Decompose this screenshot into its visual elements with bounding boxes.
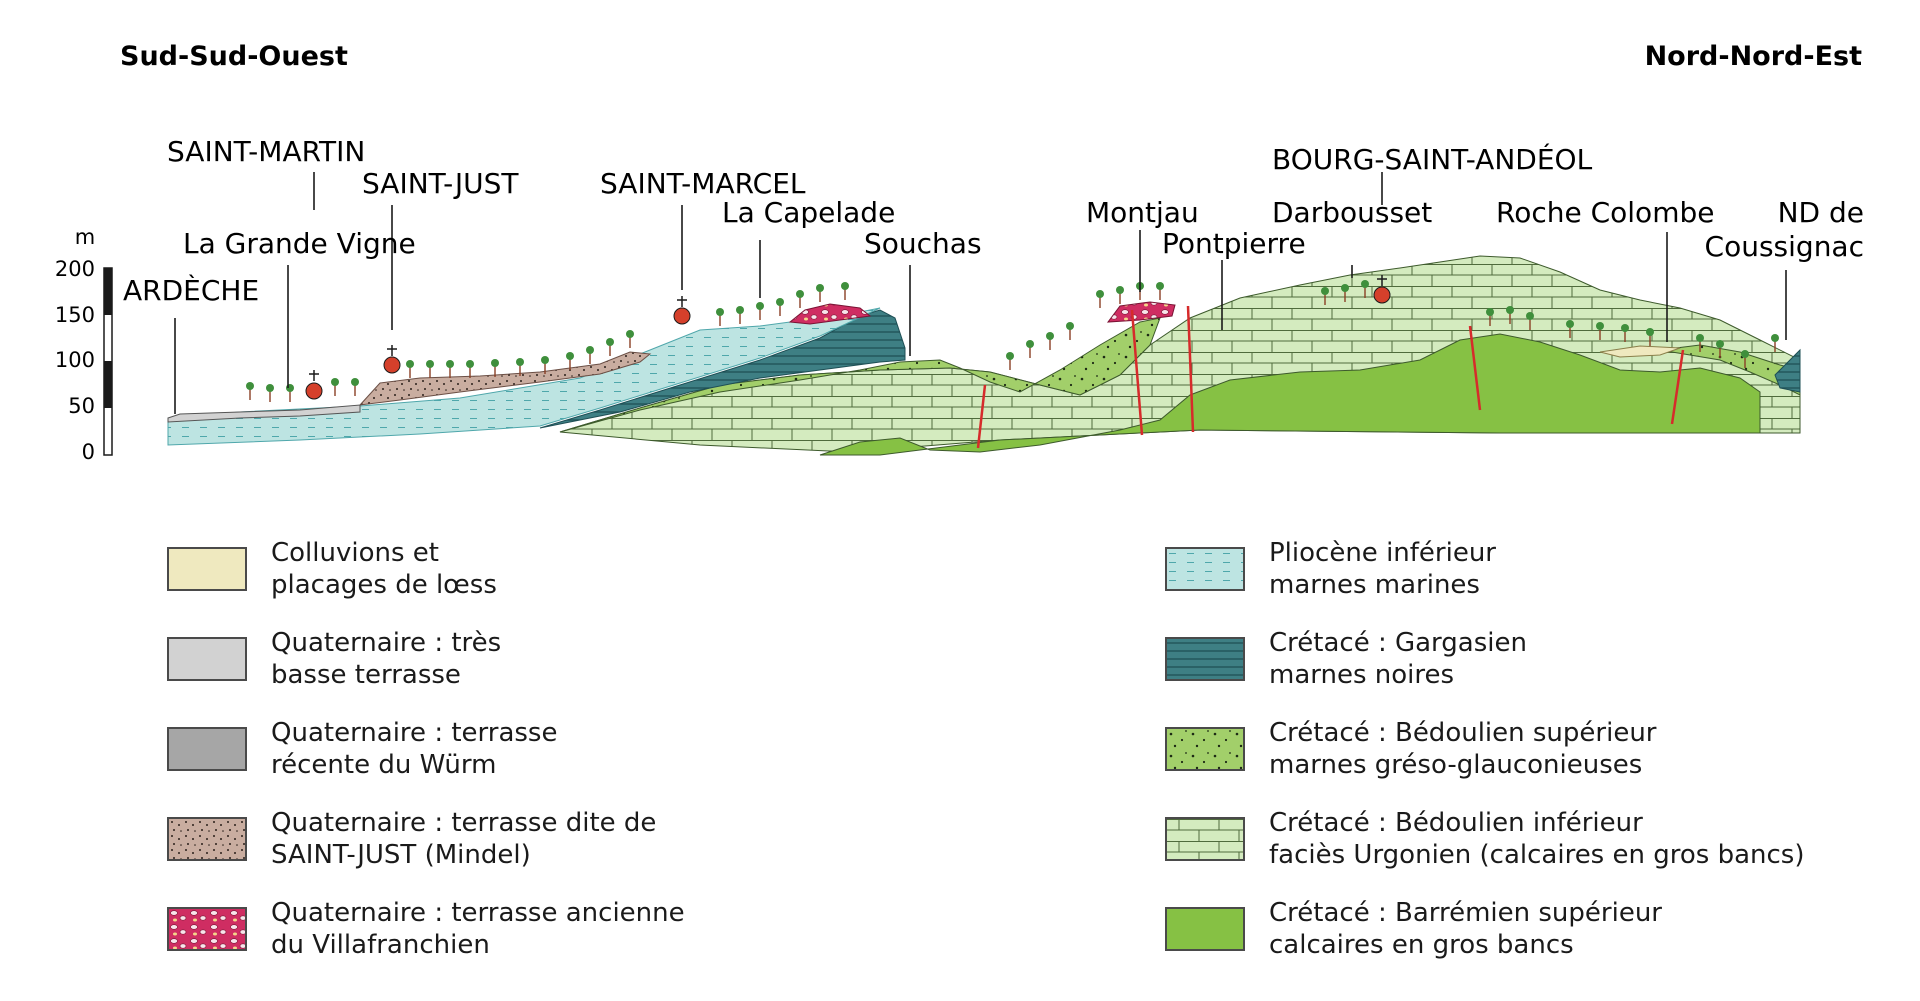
label-la-capelade: La Capelade xyxy=(722,196,895,229)
legend-swatch-mindel xyxy=(167,817,247,861)
layer-tres-basse xyxy=(167,404,361,423)
strata xyxy=(167,255,1801,456)
layer-gargasien xyxy=(539,309,906,429)
label-coussignac: Coussignac xyxy=(1705,230,1864,263)
layer-villafranchien-east xyxy=(1106,301,1176,323)
church-icon xyxy=(1373,275,1391,304)
label-montjau: Montjau xyxy=(1086,196,1199,229)
legend-swatch-villafranchien xyxy=(167,907,247,951)
label-ardeche: ARDÈCHE xyxy=(123,273,259,307)
layer-bedoulien-superieur xyxy=(559,317,1161,433)
place-labels: ARDÈCHE SAINT-MARTIN La Grande Vigne SAI… xyxy=(123,135,1864,307)
legend-swatch-bedoulien-inf xyxy=(1165,817,1245,861)
scale-bar: m 200 150 100 50 0 xyxy=(55,225,113,464)
church-icon xyxy=(383,345,401,374)
label-saint-martin: SAINT-MARTIN xyxy=(167,135,365,168)
orientation-right: Nord-Nord-Est xyxy=(1645,41,1863,72)
orientation-left: Sud-Sud-Ouest xyxy=(120,41,348,72)
layer-gargasien-east xyxy=(1774,348,1801,393)
label-pontpierre: Pontpierre xyxy=(1162,227,1306,260)
vine-symbols xyxy=(246,280,1779,402)
legend-swatch-tres-basse xyxy=(167,637,247,681)
layer-villafranchien xyxy=(788,303,872,325)
layer-colluvions xyxy=(1599,345,1681,358)
scale-tick: 200 xyxy=(55,257,95,281)
label-roche-colombe: Roche Colombe xyxy=(1496,196,1714,229)
church-icon xyxy=(305,370,323,400)
layer-barremien xyxy=(819,333,1761,456)
scale-tick: 50 xyxy=(68,394,95,418)
scale-tick: 100 xyxy=(55,348,95,372)
faults xyxy=(976,305,1685,449)
scale-unit: m xyxy=(75,225,95,249)
label-darbousset: Darbousset xyxy=(1272,196,1432,229)
label-bourg-saint-andeol: BOURG-SAINT-ANDÉOL xyxy=(1272,142,1593,176)
legend-swatch-barremien xyxy=(1165,907,1245,951)
label-nd-de: ND de xyxy=(1778,196,1864,229)
label-souchas: Souchas xyxy=(864,227,982,260)
legend-swatch-pliocene xyxy=(1165,547,1245,591)
church-icon xyxy=(673,296,691,325)
label-la-grande-vigne: La Grande Vigne xyxy=(183,227,416,260)
leader-lines xyxy=(174,172,1787,414)
legend-swatch-bedoulien-sup xyxy=(1165,727,1245,771)
scale-tick: 0 xyxy=(82,440,95,464)
legend-swatch-wurm xyxy=(167,727,247,771)
church-markers xyxy=(305,275,1391,400)
scale-tick: 150 xyxy=(55,303,95,327)
label-saint-marcel: SAINT-MARCEL xyxy=(600,167,806,200)
legend-swatch-gargasien xyxy=(1165,637,1245,681)
legend-swatch-colluvions xyxy=(167,547,247,591)
label-saint-just: SAINT-JUST xyxy=(362,167,519,200)
